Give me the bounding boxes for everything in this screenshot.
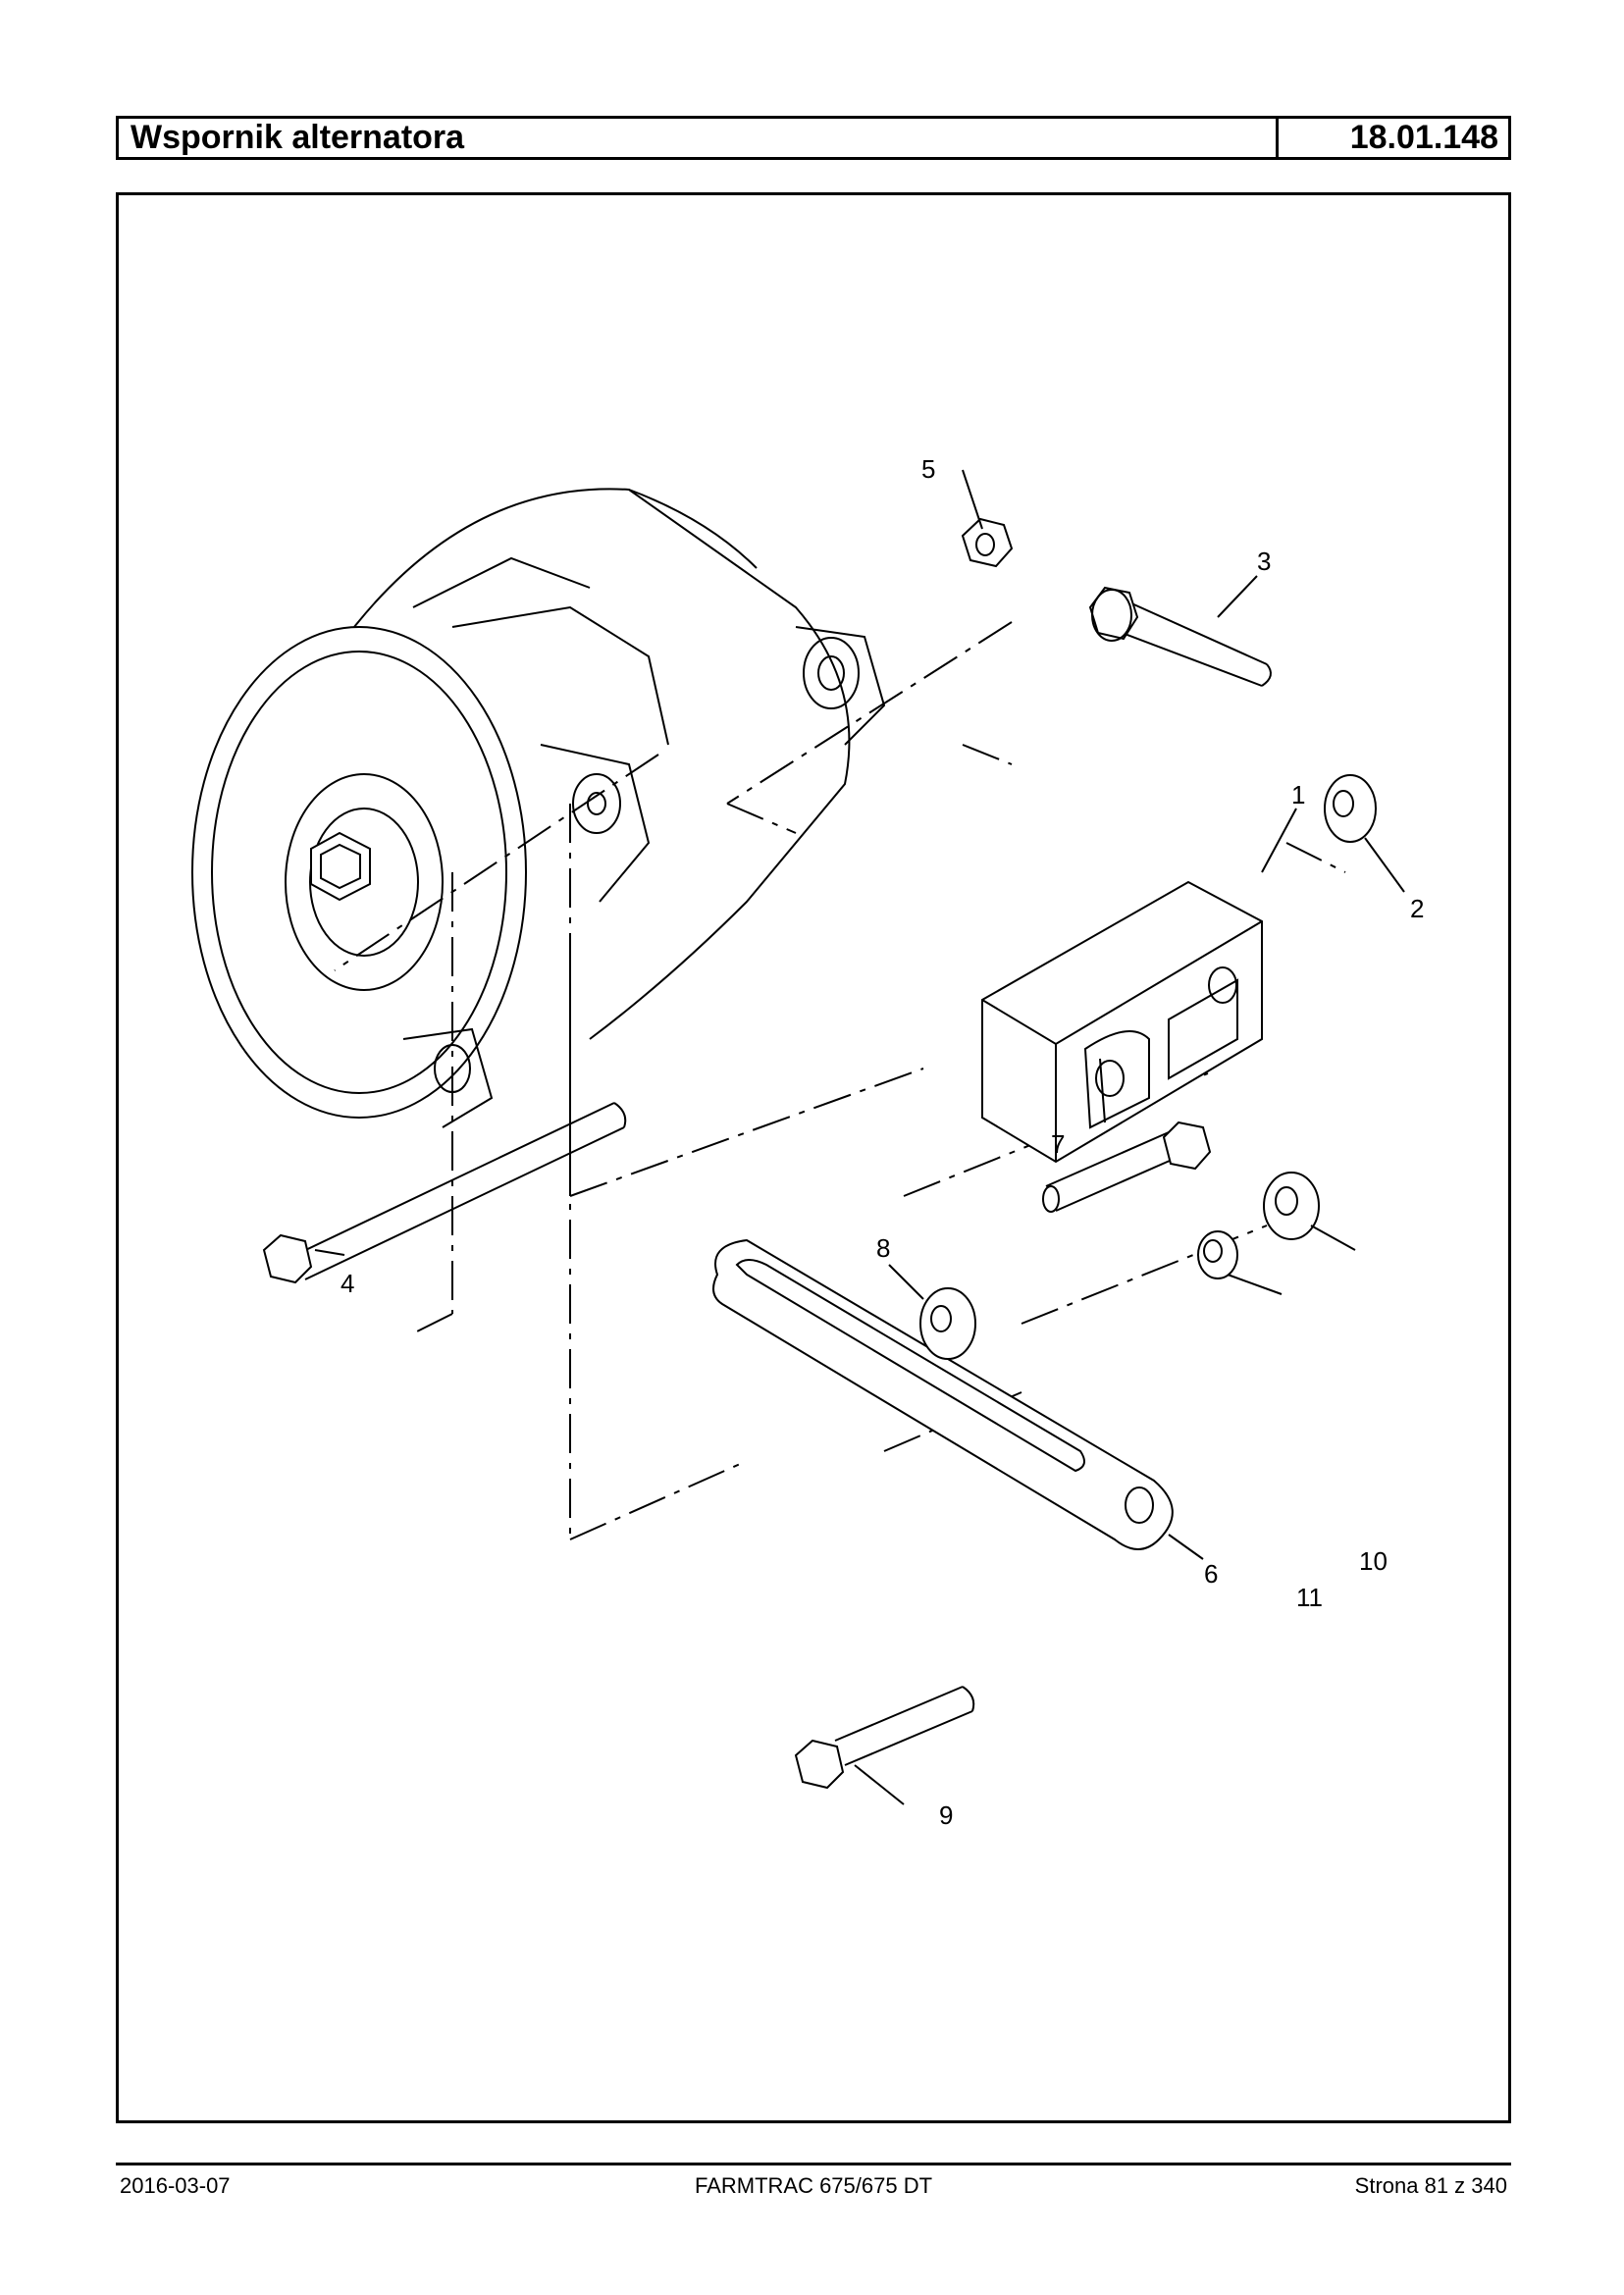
callout-11: 11 bbox=[1296, 1583, 1323, 1612]
callout-4: 4 bbox=[341, 1269, 354, 1298]
washer-part-2 bbox=[1324, 774, 1377, 843]
callout-2: 2 bbox=[1410, 894, 1424, 923]
adjustment-strap-part-6 bbox=[712, 1238, 1174, 1550]
section-code: 18.01.148 bbox=[1349, 119, 1498, 156]
callout-10: 10 bbox=[1359, 1546, 1388, 1576]
callout-1: 1 bbox=[1291, 780, 1305, 809]
exploded-view-frame: 1 2 3 4 5 6 7 8 9 10 11 bbox=[116, 192, 1511, 2123]
nut-part-5 bbox=[961, 517, 1014, 568]
footer-page-number: Strona 81 z 340 bbox=[1354, 2173, 1507, 2198]
callout-5: 5 bbox=[921, 454, 935, 484]
page-footer: 2016-03-07 FARMTRAC 675/675 DT Strona 81… bbox=[116, 2171, 1511, 2201]
footer-model: FARMTRAC 675/675 DT bbox=[694, 2173, 933, 2198]
spacer-part-11 bbox=[1197, 1230, 1238, 1279]
long-bolt-part-4 bbox=[262, 1102, 627, 1284]
spacer-block-part-1 bbox=[981, 880, 1263, 1164]
flange-nut-part-10 bbox=[1263, 1172, 1320, 1240]
footer-rule bbox=[116, 2163, 1511, 2165]
bolt-part-9 bbox=[794, 1686, 975, 1790]
callout-9: 9 bbox=[939, 1800, 953, 1830]
callout-3: 3 bbox=[1257, 547, 1271, 576]
page-header: Wspornik alternatora 18.01.148 bbox=[116, 116, 1511, 160]
footer-date: 2016-03-07 bbox=[120, 2173, 231, 2198]
bolt-part-3 bbox=[1088, 586, 1272, 687]
callout-8: 8 bbox=[876, 1233, 890, 1263]
callout-6: 6 bbox=[1204, 1559, 1218, 1589]
alternator-illustration bbox=[191, 488, 886, 1128]
washer-part-8 bbox=[919, 1287, 976, 1360]
callout-leader-lines bbox=[314, 469, 1405, 1805]
callout-7: 7 bbox=[1051, 1129, 1065, 1159]
page-title: Wspornik alternatora bbox=[119, 119, 1279, 157]
callout-labels: 1 2 3 4 5 6 7 8 9 10 11 bbox=[341, 454, 1424, 1830]
exploded-parts-diagram: 1 2 3 4 5 6 7 8 9 10 11 bbox=[191, 454, 1424, 1830]
bolt-part-7 bbox=[1042, 1121, 1212, 1213]
